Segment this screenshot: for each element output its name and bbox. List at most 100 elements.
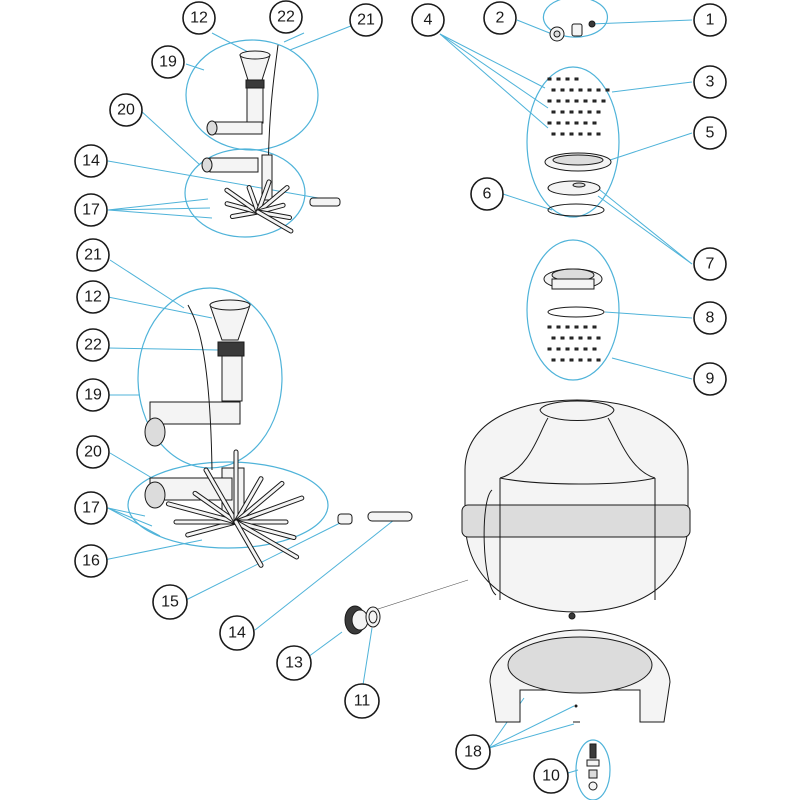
callout-10: 10 — [533, 758, 569, 794]
callout-3: 3 — [693, 65, 727, 99]
svg-text:21: 21 — [84, 247, 102, 264]
group-outline-top-laterals — [184, 148, 306, 238]
hole-mark — [569, 88, 574, 92]
hole-mark — [601, 99, 606, 103]
clamp-plate — [547, 180, 601, 196]
callout-2: 2 — [483, 1, 517, 35]
lid-hole-pattern — [547, 77, 610, 136]
hole-mark — [578, 88, 583, 92]
callout-6: 6 — [470, 177, 504, 211]
lateral-arm — [193, 491, 238, 524]
hole-mark — [596, 358, 601, 362]
svg-text:10: 10 — [542, 768, 560, 785]
top-collector-assembly — [201, 44, 341, 234]
hole-mark — [565, 325, 570, 329]
callout-4: 4 — [411, 3, 445, 37]
hole-mark — [578, 110, 583, 114]
svg-text:4: 4 — [424, 12, 433, 29]
callout-11: 11 — [344, 683, 380, 719]
hole-mark — [569, 358, 574, 362]
hole-mark — [556, 77, 561, 81]
hole-mark — [592, 347, 597, 351]
svg-text:20: 20 — [117, 102, 135, 119]
hole-mark — [556, 325, 561, 329]
svg-text:13: 13 — [285, 655, 303, 672]
svg-text:16: 16 — [82, 553, 100, 570]
lateral-arm — [234, 477, 263, 524]
hole-mark — [587, 358, 592, 362]
drain-plug — [575, 739, 611, 800]
hole-mark — [547, 121, 552, 125]
svg-text:6: 6 — [483, 186, 492, 203]
lateral-arm — [247, 186, 260, 214]
svg-text:19: 19 — [84, 387, 102, 404]
callout-22-lower: 22 — [76, 328, 110, 362]
callout-21-lower: 21 — [76, 238, 110, 272]
hole-mark — [583, 325, 588, 329]
hole-mark — [587, 88, 592, 92]
callout-20-lower: 20 — [76, 435, 110, 469]
group-outline-laterals — [127, 461, 329, 549]
callout-16: 16 — [74, 544, 108, 578]
hole-mark — [574, 99, 579, 103]
hole-mark — [574, 121, 579, 125]
group-outline-flange — [526, 239, 620, 381]
vent-valve-assembly — [542, 0, 609, 42]
hole-mark — [578, 336, 583, 340]
svg-text:8: 8 — [706, 310, 715, 327]
hole-mark — [569, 132, 574, 136]
hole-mark — [547, 99, 552, 103]
hole-mark — [574, 77, 579, 81]
callout-17-top: 17 — [74, 193, 108, 227]
svg-text:3: 3 — [706, 74, 715, 91]
hole-mark — [556, 347, 561, 351]
svg-text:1: 1 — [706, 12, 715, 29]
hole-mark — [605, 88, 610, 92]
callout-19-lower: 19 — [76, 378, 110, 412]
group-outline-top-collector — [185, 39, 319, 151]
hole-mark — [556, 99, 561, 103]
hole-mark — [551, 88, 556, 92]
hole-mark — [565, 121, 570, 125]
callout-8: 8 — [693, 301, 727, 335]
hole-mark — [592, 99, 597, 103]
hole-mark — [551, 336, 556, 340]
svg-text:19: 19 — [159, 54, 177, 71]
flange-ring — [544, 152, 612, 172]
lower-flange — [543, 268, 605, 362]
callout-9: 9 — [693, 362, 727, 396]
callout-22-top: 22 — [269, 0, 303, 34]
hole-mark — [551, 132, 556, 136]
svg-text:22: 22 — [277, 9, 295, 26]
svg-text:12: 12 — [190, 10, 208, 27]
svg-text:22: 22 — [84, 337, 102, 354]
filter-tank — [461, 399, 691, 620]
hole-mark — [587, 336, 592, 340]
o-ring — [547, 203, 605, 217]
hole-mark — [596, 88, 601, 92]
hole-mark — [592, 325, 597, 329]
leader-lines — [103, 19, 693, 774]
hole-mark — [574, 347, 579, 351]
hole-mark — [560, 132, 565, 136]
union-nut — [344, 605, 381, 635]
callout-18: 18 — [455, 734, 491, 770]
lateral-arm — [256, 210, 293, 233]
lateral-arm — [204, 468, 238, 524]
svg-text:12: 12 — [84, 289, 102, 306]
collector-assembly — [144, 299, 413, 568]
hole-mark — [547, 347, 552, 351]
svg-text:2: 2 — [496, 10, 505, 27]
hole-mark — [565, 347, 570, 351]
hole-mark — [574, 325, 579, 329]
hole-mark — [551, 110, 556, 114]
hole-mark — [578, 132, 583, 136]
hole-mark — [547, 77, 552, 81]
hole-mark — [547, 325, 552, 329]
hole-mark — [592, 121, 597, 125]
lateral-arm — [256, 180, 271, 214]
callout-12-lower: 12 — [76, 280, 110, 314]
lateral-arm — [234, 481, 284, 524]
